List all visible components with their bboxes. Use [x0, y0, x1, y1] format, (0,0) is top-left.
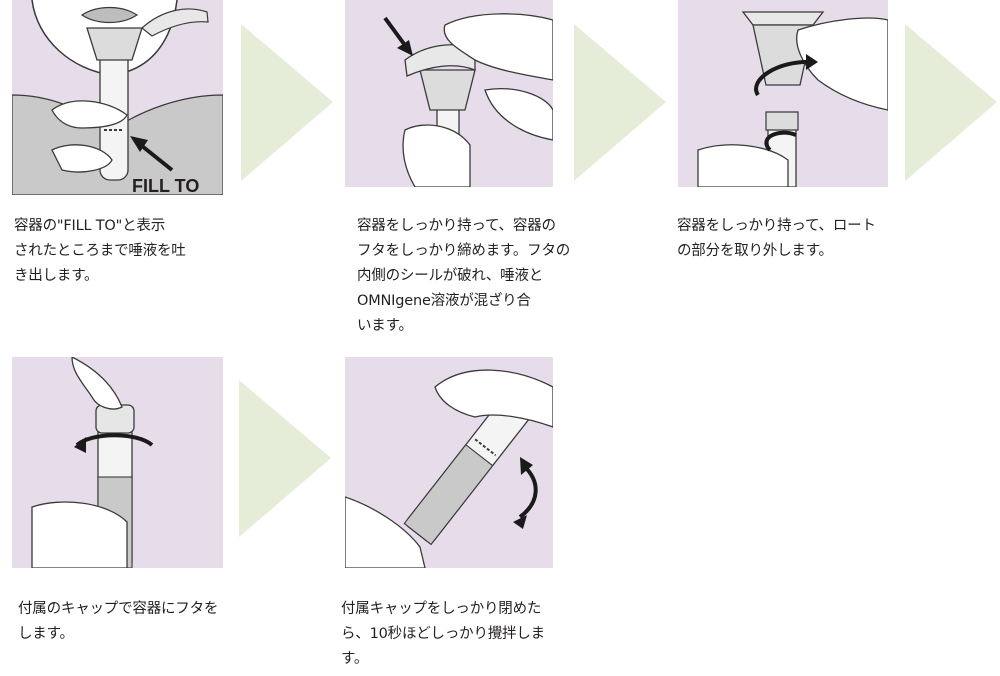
remove-funnel-illustration [678, 0, 888, 187]
step-4-illustration [12, 357, 223, 568]
step-4-caption: 付属のキャップで容器にフタを します。 [18, 601, 219, 642]
step-arrow-2 [574, 24, 666, 181]
shake-tube-illustration [345, 357, 553, 568]
close-lid-illustration [345, 0, 553, 187]
step-5-illustration [345, 357, 553, 568]
step-2-illustration [345, 0, 553, 187]
attach-cap-illustration [12, 357, 223, 568]
step-2-caption: 容器をしっかり持って、容器の フタをしっかり締めます。フタの 内側のシールが破れ… [357, 218, 571, 334]
step-arrow-3 [905, 24, 997, 181]
fill-to-label: FILL TO [132, 176, 199, 195]
spit-into-tube-illustration: FILL TO [12, 0, 223, 195]
step-arrow-1 [241, 24, 333, 181]
step-3-caption: 容器をしっかり持って、ロート の部分を取り外します。 [677, 218, 876, 259]
step-1-caption: 容器の"FILL TO"と表示 されたところまで唾液を吐 き出します。 [14, 218, 186, 284]
step-1-illustration: FILL TO [12, 0, 223, 195]
step-5-caption: 付属キャップをしっかり閉めた ら、10秒ほどしっかり攪拌しま す。 [341, 601, 545, 667]
step-3-illustration [678, 0, 888, 187]
step-arrow-4 [239, 380, 331, 537]
